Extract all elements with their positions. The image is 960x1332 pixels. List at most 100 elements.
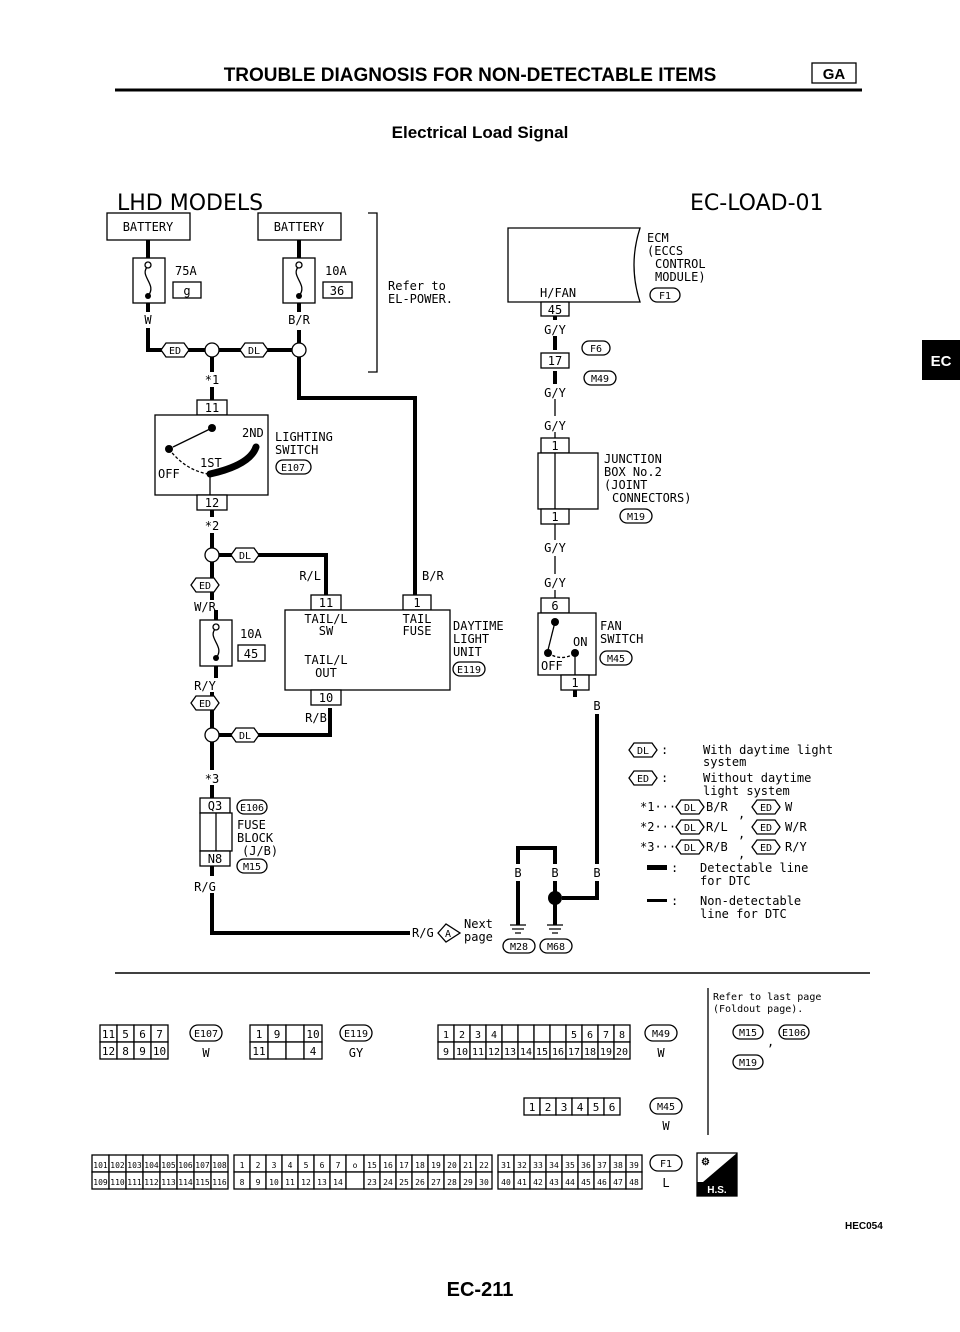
svg-text:10: 10	[319, 691, 333, 705]
pin-number: 112	[144, 1178, 159, 1187]
ed-marker: ED	[190, 577, 220, 593]
svg-text:12: 12	[205, 496, 219, 510]
pin-number: 7	[336, 1161, 341, 1170]
pin-number: o	[353, 1161, 358, 1170]
pin-number: 35	[565, 1161, 575, 1170]
wire-label: W/R	[194, 600, 216, 614]
svg-text:R/G: R/G	[412, 926, 434, 940]
svg-text:DL: DL	[684, 843, 696, 854]
svg-text:BLOCK: BLOCK	[237, 831, 274, 845]
svg-text:EC: EC	[931, 353, 952, 370]
pin-number: 20	[447, 1161, 457, 1170]
connector-id: M45	[657, 1102, 675, 1113]
svg-text:TAIL: TAIL	[403, 612, 432, 626]
dl-marker: DL	[230, 547, 260, 563]
pin-number: 13	[317, 1178, 327, 1187]
pin-number: 1	[529, 1101, 536, 1114]
fuse-block: Q3 N8 E106 FUSE BLOCK (J/B) M15	[199, 797, 278, 874]
wire-label: R/Y	[194, 679, 216, 693]
pin-cell	[345, 1171, 365, 1190]
svg-text:17: 17	[548, 354, 562, 368]
svg-text:75A: 75A	[175, 264, 197, 278]
next-page-link[interactable]: R/G A Next page	[412, 917, 493, 944]
pin-number: 106	[178, 1161, 193, 1170]
pin-number: 4	[310, 1045, 317, 1058]
wire-label: G/Y	[544, 419, 566, 433]
wire-label: G/Y	[544, 323, 566, 337]
svg-text:*2···: *2···	[640, 820, 676, 834]
svg-text:M28: M28	[510, 942, 528, 953]
connector-color: W	[657, 1046, 665, 1060]
pin-number: 19	[600, 1047, 612, 1058]
pin-number: 13	[504, 1047, 516, 1058]
star-1: *1	[205, 373, 219, 387]
svg-text:LIGHT: LIGHT	[453, 632, 489, 646]
svg-text:OFF: OFF	[541, 659, 563, 673]
pin-number: 2	[545, 1101, 552, 1114]
ground-m68: M68	[539, 924, 573, 954]
pin-number: 3	[475, 1030, 481, 1041]
pin-number: 14	[333, 1178, 343, 1187]
svg-text:Detectable line: Detectable line	[700, 861, 808, 875]
svg-text:N8: N8	[208, 852, 222, 866]
pin-number: 48	[629, 1178, 639, 1187]
pin-cell	[549, 1024, 567, 1043]
svg-text:ED: ED	[760, 843, 772, 854]
svg-text:E107: E107	[281, 463, 305, 474]
svg-text:DL: DL	[637, 746, 649, 757]
svg-text:R/L: R/L	[299, 569, 321, 583]
svg-text:M15: M15	[739, 1028, 757, 1039]
svg-text:11: 11	[205, 401, 219, 415]
svg-text:ON: ON	[573, 635, 587, 649]
svg-text:ED: ED	[199, 699, 211, 710]
svg-text:SWITCH: SWITCH	[275, 443, 318, 457]
svg-text:TAIL/L: TAIL/L	[304, 612, 347, 626]
pin-number: 6	[609, 1101, 616, 1114]
pin-number: 15	[536, 1047, 548, 1058]
diagram-code: EC-LOAD-01	[690, 191, 824, 216]
pin-number: 31	[501, 1161, 511, 1170]
power-bracket	[368, 212, 378, 373]
pin-number: 42	[533, 1178, 543, 1187]
pin-number: 36	[581, 1161, 591, 1170]
svg-text:10A: 10A	[325, 264, 347, 278]
svg-text:Non-detectable: Non-detectable	[700, 894, 801, 908]
section-tab-ec[interactable]: EC	[922, 340, 960, 380]
svg-text:A: A	[445, 929, 451, 940]
pin-cell	[303, 1041, 323, 1060]
wire-label: B	[593, 866, 600, 880]
pin-number: 102	[110, 1161, 125, 1170]
legend: DL : With daytime light system ED : With…	[628, 742, 833, 921]
pin-number: 5	[122, 1028, 129, 1041]
svg-text:MODULE): MODULE)	[655, 270, 706, 284]
pin-number: 7	[156, 1028, 163, 1041]
refer-last-page: Refer to last page (Foldout page). M15 ,…	[713, 992, 821, 1070]
pin-number: 10	[269, 1178, 279, 1187]
svg-text:36: 36	[330, 284, 344, 298]
pin-number: 4	[491, 1030, 497, 1041]
model-label: LHD MODELS	[117, 191, 263, 216]
pin-number: 3	[272, 1161, 277, 1170]
svg-text:1ST: 1ST	[200, 456, 222, 470]
svg-text:DL: DL	[684, 803, 696, 814]
ecm: H/FAN ECM (ECCS CONTROL MODULE) F1 45	[507, 227, 706, 317]
page-number: EC-211	[447, 1279, 514, 1301]
pin-number: 11	[472, 1047, 484, 1058]
pin-number: 40	[501, 1178, 511, 1187]
page-header-title: TROUBLE DIAGNOSIS FOR NON-DETECTABLE ITE…	[224, 65, 717, 86]
svg-text:,: ,	[738, 847, 745, 861]
pin-number: 39	[629, 1161, 639, 1170]
pin-number: 26	[415, 1178, 425, 1187]
svg-text:system: system	[703, 755, 746, 769]
pin-number: 1	[443, 1030, 449, 1041]
connector-color: W	[202, 1046, 210, 1060]
wire-label: R/G	[194, 880, 216, 894]
svg-text:TAIL/L: TAIL/L	[304, 653, 347, 667]
pin-number: 43	[549, 1178, 559, 1187]
pin-number: 4	[577, 1101, 584, 1114]
svg-text:(Foldout page).: (Foldout page).	[713, 1004, 803, 1015]
